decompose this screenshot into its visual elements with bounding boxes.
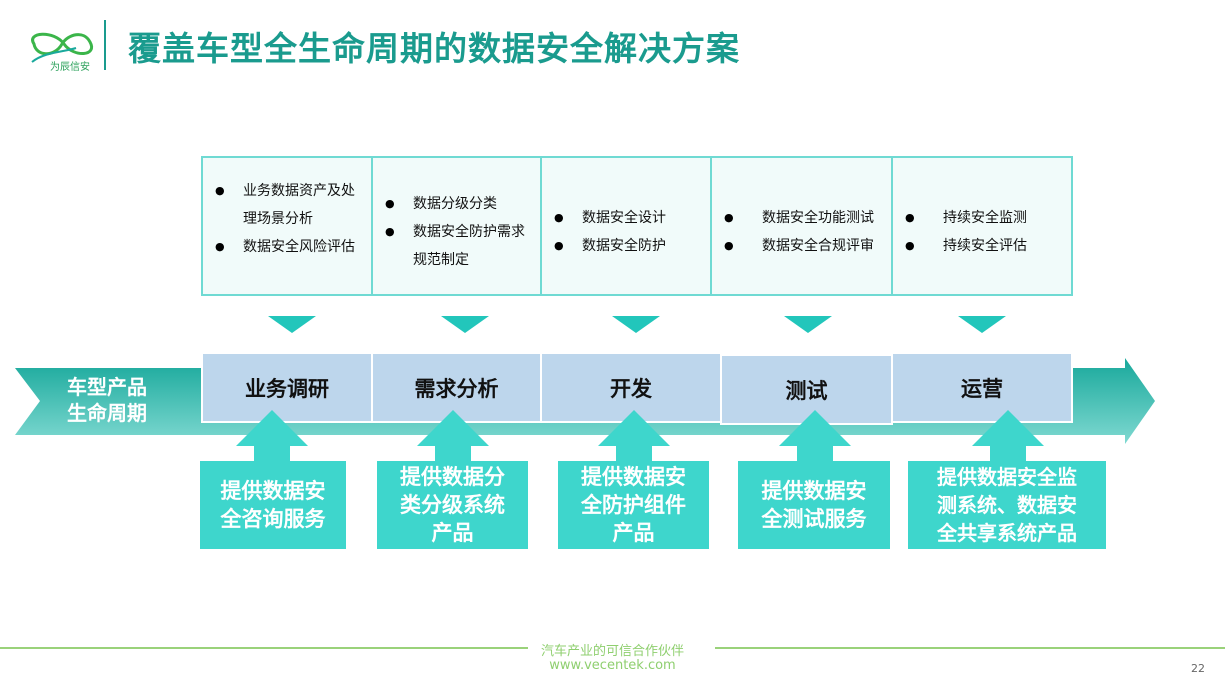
stage-operations: 运营 <box>891 352 1073 423</box>
down-arrow-icon <box>441 316 489 333</box>
service-box-monitoring: 提供数据安全监 测系统、数据安 全共享系统产品 <box>908 461 1106 549</box>
activity-item: 数据安全功能测试 <box>712 204 891 232</box>
activity-item: 持续安全评估 <box>893 232 1071 260</box>
page-number: 22 <box>1191 662 1205 675</box>
lifecycle-label: 车型产品 生命周期 <box>52 374 162 426</box>
service-line: 提供数据安 <box>761 479 867 503</box>
service-line: 提供数据分 <box>400 465 505 489</box>
up-arrow-icon <box>236 410 308 462</box>
activity-box-operations: 持续安全监测 持续安全评估 <box>891 156 1073 296</box>
footer-website: www.vecentek.com <box>549 658 676 673</box>
lifecycle-label-line-2: 生命周期 <box>67 401 147 425</box>
up-arrow-icon <box>779 410 851 462</box>
service-line: 提供数据安 <box>220 479 326 503</box>
footer-line-right <box>715 647 1225 649</box>
page-title: 覆盖车型全生命周期的数据安全解决方案 <box>128 29 740 68</box>
footer-line-left <box>0 647 528 649</box>
activity-box-testing: 数据安全功能测试 数据安全合规评审 <box>710 156 893 296</box>
service-line: 类分级系统 <box>400 493 505 517</box>
up-arrow-icon <box>417 410 489 462</box>
title-divider <box>104 20 106 70</box>
up-arrow-icon <box>972 410 1044 462</box>
company-logo <box>31 32 94 63</box>
lifecycle-label-line-1: 车型产品 <box>67 375 147 399</box>
activity-box-requirements: 数据分级分类 数据安全防护需求规范制定 <box>371 156 542 296</box>
stage-testing: 测试 <box>720 354 893 425</box>
service-box-classification: 提供数据分 类分级系统 产品 <box>377 461 528 549</box>
service-line: 全测试服务 <box>761 507 867 531</box>
activity-box-development: 数据安全设计 数据安全防护 <box>540 156 712 296</box>
footer-slogan: 汽车产业的可信合作伙伴 <box>540 644 684 659</box>
down-arrow-icon <box>268 316 316 333</box>
service-line: 产品 <box>431 521 474 545</box>
service-line: 测系统、数据安 <box>937 493 1077 517</box>
down-arrow-icon <box>958 316 1006 333</box>
activity-item: 数据安全风险评估 <box>203 233 371 261</box>
service-line: 提供数据安全监 <box>937 465 1077 489</box>
service-box-consulting: 提供数据安 全咨询服务 <box>200 461 346 549</box>
service-box-protection: 提供数据安 全防护组件 产品 <box>558 461 709 549</box>
stage-requirements: 需求分析 <box>371 352 542 423</box>
service-line: 全防护组件 <box>581 493 686 517</box>
activity-item: 数据安全防护需求规范制定 <box>373 218 540 274</box>
service-line: 产品 <box>612 521 655 545</box>
service-line: 全共享系统产品 <box>937 521 1077 545</box>
activity-item: 数据安全合规评审 <box>712 232 891 260</box>
stage-research: 业务调研 <box>201 352 373 423</box>
activity-item: 数据安全防护 <box>542 232 710 260</box>
logo-text: 为辰信安 <box>50 62 90 73</box>
up-arrow-icon <box>598 410 670 462</box>
service-box-testing: 提供数据安 全测试服务 <box>738 461 890 549</box>
activity-item: 持续安全监测 <box>893 204 1071 232</box>
activity-item: 数据安全设计 <box>542 204 710 232</box>
activity-item: 数据分级分类 <box>373 190 540 218</box>
service-line: 提供数据安 <box>581 465 686 489</box>
down-arrow-icon <box>784 316 832 333</box>
activity-box-research: 业务数据资产及处理场景分析 数据安全风险评估 <box>201 156 373 296</box>
down-arrow-icon <box>612 316 660 333</box>
activity-item: 业务数据资产及处理场景分析 <box>203 177 371 233</box>
service-line: 全咨询服务 <box>220 507 326 531</box>
